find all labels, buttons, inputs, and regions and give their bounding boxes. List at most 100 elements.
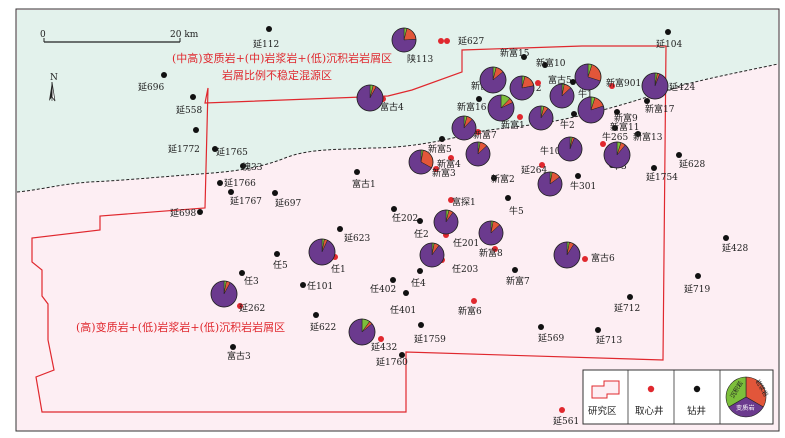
drill-well-marker xyxy=(695,273,701,279)
well-label: 新富901 xyxy=(606,77,641,89)
drill-well-marker xyxy=(313,312,319,318)
well-label: 新富8 xyxy=(479,247,503,259)
pie-charts-layer xyxy=(210,27,669,346)
well-label: 延719 xyxy=(684,283,710,295)
pie-outline xyxy=(356,84,384,112)
drill-well-marker xyxy=(417,268,423,274)
drill-well-marker xyxy=(190,94,196,100)
legend-drill-well-label: 钻井 xyxy=(687,405,706,417)
well-label: 富古4 xyxy=(380,101,404,113)
well-label: 任3 xyxy=(244,275,259,287)
drill-well-marker xyxy=(676,152,682,158)
well-label: 延428 xyxy=(722,242,748,254)
pie-chart xyxy=(433,209,459,235)
pie-chart xyxy=(479,66,507,94)
pie-chart xyxy=(356,84,384,112)
well-label: 槐33 xyxy=(242,161,263,173)
pie-outline xyxy=(603,141,631,169)
well-label: 延424 xyxy=(669,81,695,93)
pie-outline xyxy=(478,220,504,246)
well-label: 任2 xyxy=(414,228,429,240)
well-label: 延104 xyxy=(656,38,682,50)
legend-pie-metamorphic: 变质岩 xyxy=(736,404,755,412)
pie-chart xyxy=(308,238,336,266)
drill-well-marker xyxy=(651,165,657,171)
drill-well-marker xyxy=(723,235,729,241)
core-well-marker xyxy=(539,162,545,168)
core-well-marker xyxy=(448,197,454,203)
pie-chart xyxy=(487,94,515,122)
pie-chart xyxy=(537,171,563,197)
well-label: 延264 xyxy=(521,164,547,176)
drill-well-marker xyxy=(399,352,405,358)
legend-core-well-label: 取心井 xyxy=(635,405,664,417)
core-well-marker xyxy=(582,256,588,262)
zone-upper-label-line1: (中高)变质岩+(中)岩浆岩+(低)沉积岩岩屑区 xyxy=(172,51,392,65)
legend-drill-well-icon xyxy=(693,385,701,393)
well-label: 延1754 xyxy=(646,171,678,183)
drill-well-marker xyxy=(266,26,272,32)
legend-core-well-icon xyxy=(647,385,655,393)
upper-mixed-source-zone xyxy=(17,10,778,192)
core-well-marker xyxy=(517,114,523,120)
well-label: 延561 xyxy=(553,415,579,427)
well-label: 延1766 xyxy=(224,177,256,189)
well-label: 延432 xyxy=(371,341,397,353)
pie-chart xyxy=(549,83,575,109)
north-arrow-label: N xyxy=(50,73,58,83)
pie-outline xyxy=(408,149,434,175)
drill-well-marker xyxy=(274,251,280,257)
pie-chart xyxy=(528,105,554,131)
well-label: 新富9 xyxy=(614,112,638,124)
drill-well-marker xyxy=(403,290,409,296)
pie-outline xyxy=(391,27,417,53)
well-label: 新富4 xyxy=(437,158,461,170)
pie-outline xyxy=(557,136,583,162)
drill-well-marker xyxy=(193,127,199,133)
north-arrow-icon: N xyxy=(49,73,58,102)
well-label: 延1759 xyxy=(414,333,446,345)
drill-well-marker xyxy=(521,54,527,60)
drill-well-marker xyxy=(354,169,360,175)
well-label: 延1760 xyxy=(376,356,408,368)
well-label: 新富17 xyxy=(645,103,675,115)
well-label: 任4 xyxy=(411,277,426,289)
well-label: 延558 xyxy=(176,104,202,116)
well-label: 任202 xyxy=(392,212,418,224)
well-label: 新富2 xyxy=(491,173,515,185)
pie-outline xyxy=(210,280,238,308)
well-label: 任101 xyxy=(307,280,333,292)
pie-chart xyxy=(603,141,631,169)
drill-well-marker xyxy=(614,109,620,115)
legend-pie-icon: 沉积岩 岩浆岩 变质岩 xyxy=(725,376,770,418)
core-well-marker xyxy=(600,141,606,147)
well-label: 富古6 xyxy=(591,252,615,264)
drill-well-marker xyxy=(217,180,223,186)
drill-well-marker xyxy=(300,282,306,288)
drill-well-marker xyxy=(161,72,167,78)
well-label: 任5 xyxy=(273,259,288,271)
drill-well-marker xyxy=(239,270,245,276)
well-label: 新富11 xyxy=(610,121,639,133)
well-label: 新富10 xyxy=(536,57,566,69)
well-label: 延112 xyxy=(253,38,279,50)
well-label: 任402 xyxy=(370,283,396,295)
well-label: 延623 xyxy=(344,232,370,244)
pie-outline xyxy=(528,105,554,131)
core-well-marker xyxy=(475,129,481,135)
core-well-marker xyxy=(433,166,439,172)
well-label: 新富3 xyxy=(432,167,456,179)
well-label: 富古1 xyxy=(352,178,376,190)
drill-well-marker xyxy=(627,294,633,300)
well-label: 延262 xyxy=(239,302,265,314)
well-label: 新富13 xyxy=(633,131,663,143)
pie-chart xyxy=(465,141,491,167)
scale-bar-end: 20 km xyxy=(170,30,199,40)
study-area-boundary xyxy=(31,45,667,413)
drill-well-marker xyxy=(391,206,397,212)
well-label: 新富7 xyxy=(506,275,530,287)
core-well-marker xyxy=(559,407,565,413)
drill-well-marker xyxy=(505,195,511,201)
pie-chart xyxy=(391,27,417,53)
